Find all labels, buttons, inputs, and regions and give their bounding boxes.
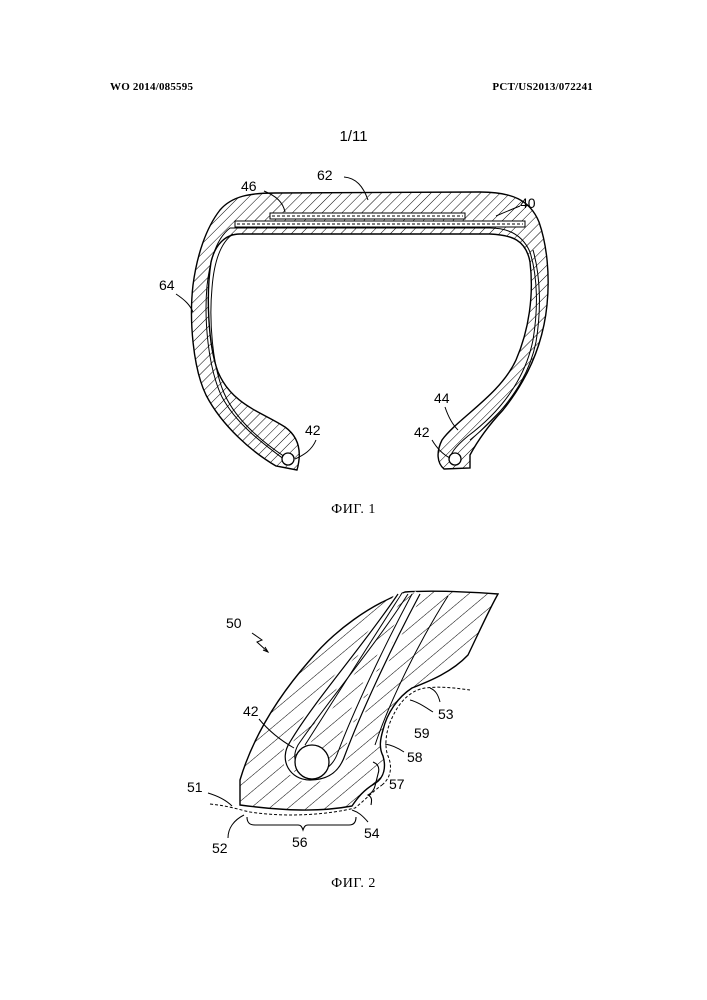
ref-40: 40: [520, 195, 536, 211]
ref-53: 53: [438, 706, 454, 722]
ref-42: 42: [243, 703, 259, 719]
ref-46: 46: [241, 178, 257, 194]
ref-52: 52: [212, 840, 228, 856]
fig2-bead-detail: 50 42 53 59 58 57 51 52 56 54: [187, 591, 498, 856]
ref-59: 59: [414, 725, 430, 741]
ref-50: 50: [226, 615, 242, 631]
fig1-tire-section: 46 62 40 64 44 42 42: [159, 167, 548, 470]
figure-1-caption: ФИГ. 1: [0, 502, 707, 518]
ref-54: 54: [364, 825, 380, 841]
ref-57: 57: [389, 776, 405, 792]
figure-2-caption: ФИГ. 2: [0, 876, 707, 892]
ref-44: 44: [434, 390, 450, 406]
ref-56: 56: [292, 834, 308, 850]
ref-42-left: 42: [305, 422, 321, 438]
ref-42-right: 42: [414, 424, 430, 440]
ref-51: 51: [187, 779, 203, 795]
ref-58: 58: [407, 749, 423, 765]
ref-64: 64: [159, 277, 175, 293]
ref-62: 62: [317, 167, 333, 183]
